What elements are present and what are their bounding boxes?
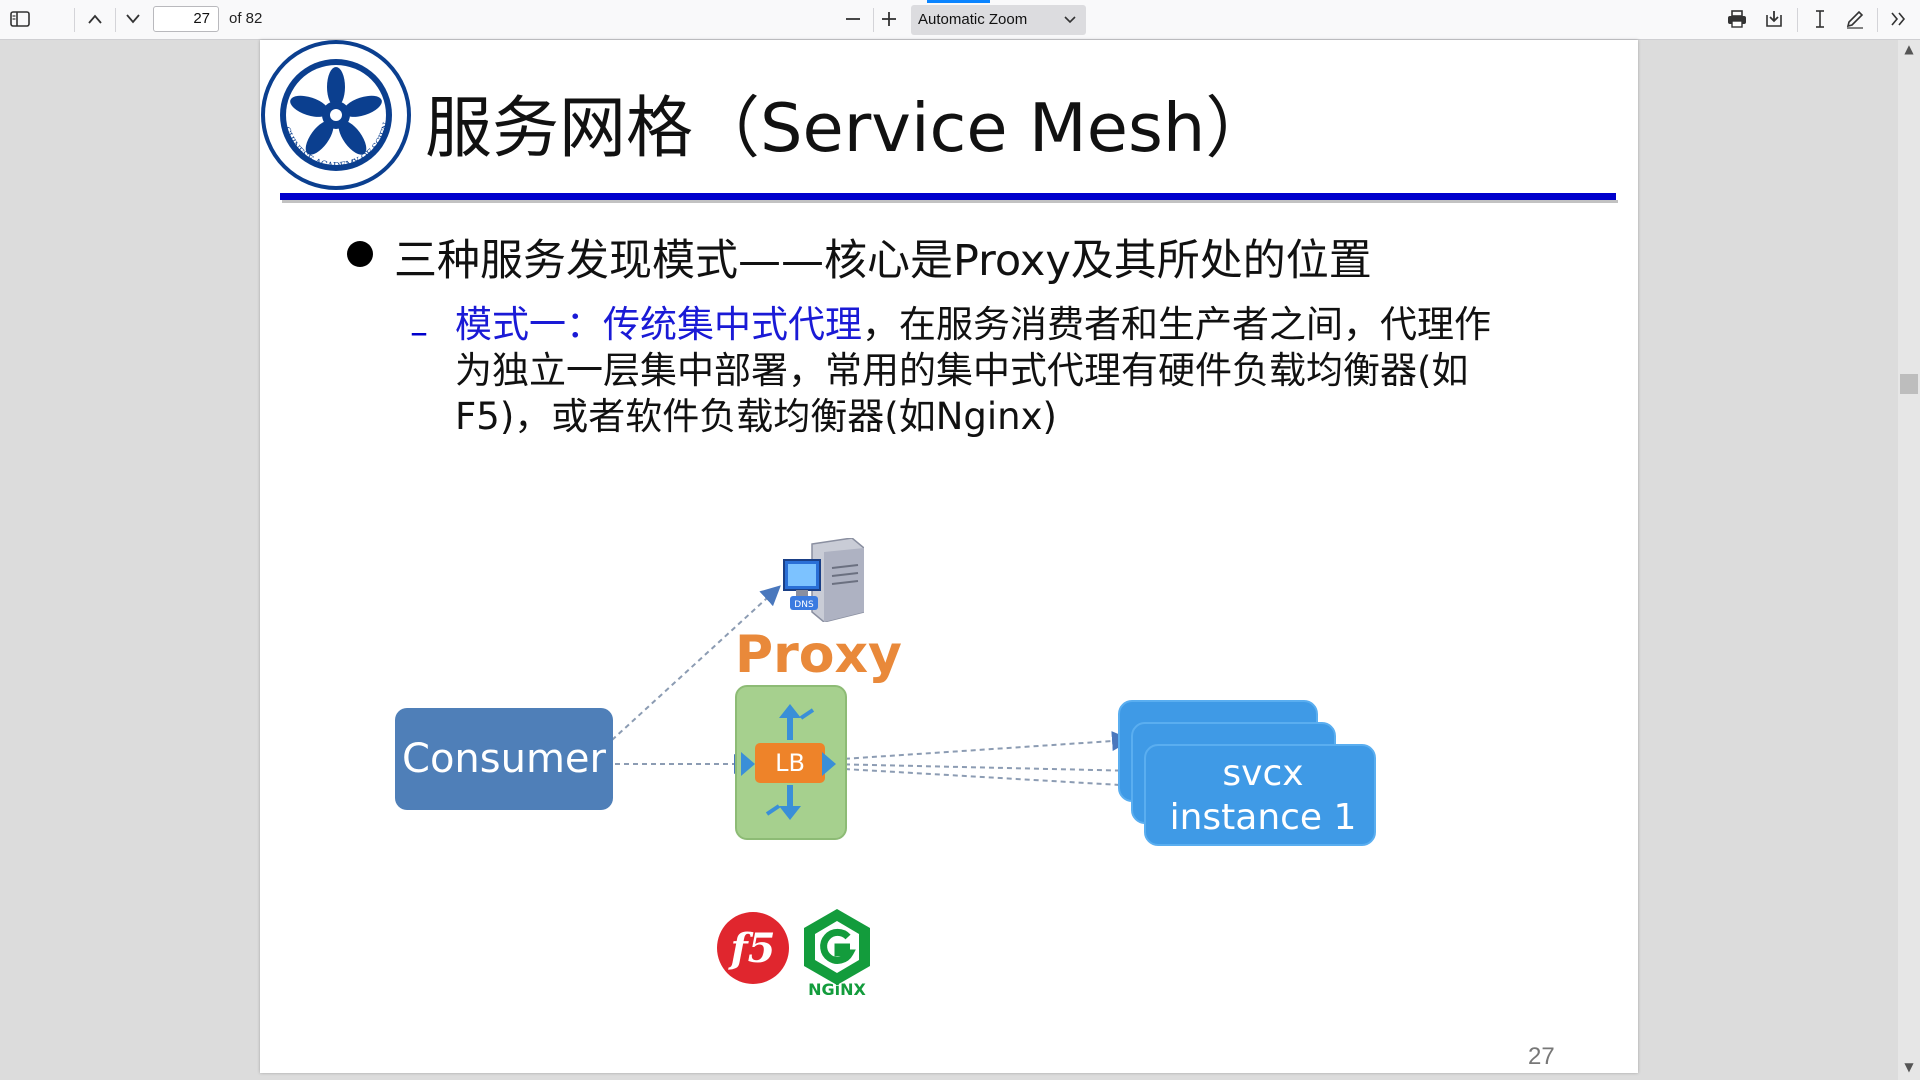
load-balance-arrows-icon bbox=[765, 704, 815, 820]
sub-highlight: 模式一：传统集中式代理 bbox=[455, 303, 862, 346]
title-rule bbox=[280, 193, 1616, 200]
arrow-lb-svc-1 bbox=[826, 731, 1132, 761]
document-viewer[interactable]: CHINESE ACADEMY OF SCIENCES 服务网格（Service… bbox=[0, 40, 1920, 1080]
lb-box: LB bbox=[755, 743, 825, 783]
service-instance-front bbox=[1144, 744, 1376, 846]
diagram-arrows bbox=[611, 585, 1159, 797]
arrow-consumer-dns bbox=[611, 585, 781, 741]
sub-line-3: F5)，或者软件负载均衡器(如Nginx) bbox=[455, 395, 1057, 438]
zoom-select-value: Automatic Zoom bbox=[918, 11, 1028, 28]
draw-icon[interactable] bbox=[1840, 4, 1870, 34]
download-icon[interactable] bbox=[1759, 4, 1789, 34]
next-page-icon[interactable] bbox=[118, 4, 148, 34]
nginx-logo: NGiNX bbox=[804, 909, 870, 997]
loading-progress-bar bbox=[927, 0, 990, 3]
f5-logo: f5 bbox=[717, 912, 789, 984]
lb-right-arrow-icon bbox=[822, 752, 836, 776]
chevron-down-icon bbox=[1064, 5, 1076, 35]
service-instance-name: instance 1 bbox=[1169, 797, 1357, 838]
sub-line-2: 为独立一层集中部署，常用的集中式代理有硬件负载均衡器(如 bbox=[455, 349, 1469, 392]
proxy-diagram: DNS Proxy Consumer LB bbox=[390, 490, 1520, 1020]
pdf-toolbar: 27 of 82 Automatic Zoom bbox=[0, 0, 1920, 40]
service-name: svcx bbox=[1222, 753, 1304, 794]
consumer-label: Consumer bbox=[402, 736, 606, 782]
sidebar-toggle-icon[interactable] bbox=[5, 4, 35, 34]
proxy-label: Proxy bbox=[735, 625, 902, 685]
f5-logo-text: f5 bbox=[727, 925, 775, 972]
sub-line-1: 模式一：传统集中式代理，在服务消费者和生产者之间，代理作 bbox=[455, 302, 1535, 348]
zoom-select[interactable]: Automatic Zoom bbox=[911, 5, 1086, 35]
zoom-out-icon[interactable] bbox=[838, 4, 868, 34]
slide-page-number: 27 bbox=[1528, 1043, 1555, 1070]
bullet-dot bbox=[347, 241, 373, 267]
sub-line1-rest: ，在服务消费者和生产者之间，代理作 bbox=[862, 303, 1491, 346]
page-count-label: of 82 bbox=[229, 10, 263, 27]
page-number-input[interactable]: 27 bbox=[153, 6, 219, 32]
text-select-icon[interactable] bbox=[1805, 4, 1835, 34]
arrow-lb-svc-3 bbox=[826, 767, 1159, 797]
dns-label: DNS bbox=[794, 600, 814, 610]
bullet-text: 三种服务发现模式——核心是Proxy及其所处的位置 bbox=[394, 236, 1372, 286]
pdf-page: CHINESE ACADEMY OF SCIENCES 服务网格（Service… bbox=[260, 40, 1638, 1073]
title-rule-shadow bbox=[282, 200, 1618, 203]
sub-bullet-dash: – bbox=[410, 312, 428, 353]
zoom-in-icon[interactable] bbox=[874, 4, 904, 34]
service-instance-label: svcx instance 1 bbox=[1148, 752, 1378, 840]
nginx-logo-text: NGiNX bbox=[808, 980, 866, 997]
consumer-box: Consumer bbox=[395, 708, 613, 810]
toolbar-separator bbox=[1797, 8, 1798, 32]
lb-label: LB bbox=[775, 749, 805, 777]
dns-server-icon: DNS bbox=[783, 538, 864, 622]
scroll-up-icon[interactable]: ▲ bbox=[1904, 42, 1914, 56]
lb-left-arrow-icon bbox=[741, 752, 755, 776]
slide-title: 服务网格（Service Mesh） bbox=[425, 89, 1273, 167]
scroll-thumb[interactable] bbox=[1900, 374, 1918, 394]
arrow-lb-svc-2 bbox=[826, 760, 1144, 781]
more-tools-icon[interactable] bbox=[1883, 4, 1913, 34]
toolbar-separator bbox=[115, 8, 116, 32]
toolbar-separator bbox=[873, 8, 874, 32]
toolbar-separator bbox=[74, 8, 75, 32]
toolbar-separator bbox=[1877, 8, 1878, 32]
previous-page-icon[interactable] bbox=[80, 4, 110, 34]
cas-logo: CHINESE ACADEMY OF SCIENCES bbox=[261, 40, 411, 190]
sub-bullet-text: 模式一：传统集中式代理，在服务消费者和生产者之间，代理作 为独立一层集中部署，常… bbox=[455, 302, 1535, 440]
print-icon[interactable] bbox=[1722, 4, 1752, 34]
vertical-scrollbar[interactable]: ▲ ▼ bbox=[1898, 40, 1920, 1080]
scroll-down-icon[interactable]: ▼ bbox=[1904, 1060, 1914, 1074]
